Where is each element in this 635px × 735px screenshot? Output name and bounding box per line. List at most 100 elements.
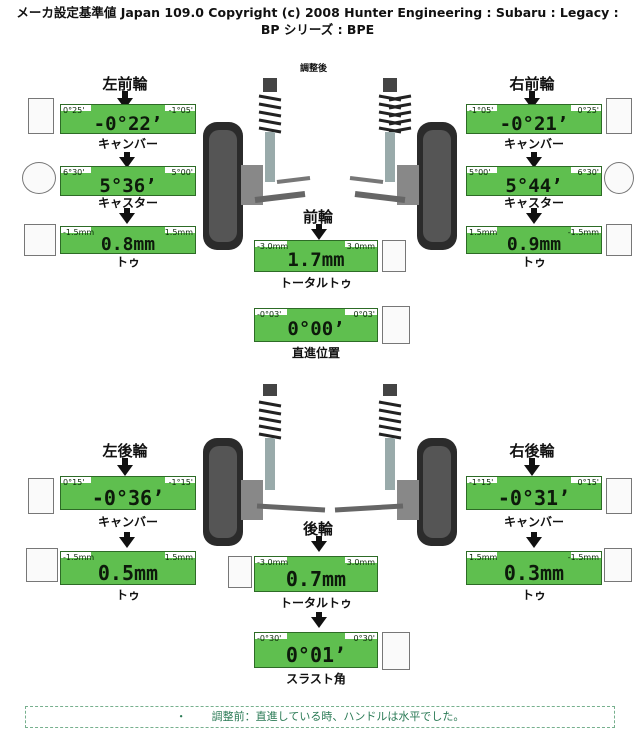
caster-diagram-icon <box>604 162 634 194</box>
caster-label: キャスター <box>97 196 158 210</box>
caster-value: 5°36’ <box>99 175 157 196</box>
down-arrow-icon <box>526 157 542 168</box>
front-left-arrow-stem <box>122 91 128 99</box>
thrust-angle-value: 0°01’ <box>285 643 347 667</box>
range-min: 1.5mm <box>469 228 498 237</box>
arrow-stem <box>124 152 130 158</box>
toe-label: トゥ <box>115 255 140 269</box>
range-max: 3.0mm <box>346 242 375 251</box>
down-arrow-icon <box>311 229 327 240</box>
down-arrow-icon <box>311 541 327 552</box>
toe-label: トゥ <box>521 255 546 269</box>
arrow-stem <box>316 612 322 618</box>
camber-label: キャンバー <box>97 137 158 151</box>
toe-diagram-icon <box>26 548 58 582</box>
front-suspension-illustration <box>203 78 457 250</box>
toe-label: トゥ <box>115 588 140 602</box>
toe-value: 0.9mm <box>506 234 562 254</box>
arrow-stem <box>316 536 322 542</box>
arrow-stem <box>531 152 537 158</box>
note-bullet: ・ <box>175 710 187 723</box>
toe-diagram-icon <box>604 548 632 582</box>
camber-label: キャンバー <box>97 515 158 529</box>
camber-value: -0°36’ <box>91 486 165 510</box>
camber-diagram-icon <box>28 98 54 134</box>
down-arrow-icon <box>117 465 133 476</box>
toe-diagram-icon <box>606 224 632 256</box>
toe-value: 0.8mm <box>100 234 156 254</box>
down-arrow-icon <box>117 98 133 109</box>
front-total-toe-gauge: -3.0mm 3.0mm 1.7mm <box>254 240 378 272</box>
front-axle-title: 前輪 <box>302 208 333 226</box>
thrust-angle-diagram-icon <box>382 632 410 670</box>
front-left-toe-gauge: -1.5mm 1.5mm 0.8mm <box>60 226 196 254</box>
front-right-title: 右前輪 <box>509 75 555 93</box>
front-straight-ahead-gauge: -0°03' 0°03' 0°00’ <box>254 308 378 342</box>
front-left-title: 左前輪 <box>102 75 148 93</box>
total-toe-value: 0.7mm <box>285 567 347 591</box>
range-min: 6°30' <box>63 168 85 177</box>
rear-axle-title: 後輪 <box>302 520 333 538</box>
down-arrow-icon <box>526 537 542 548</box>
range-max: -1.5mm <box>567 553 599 562</box>
straight-ahead-diagram-icon <box>382 306 410 344</box>
rear-right-toe-gauge: 1.5mm -1.5mm 0.3mm <box>466 551 602 585</box>
arrow-stem <box>122 458 128 466</box>
total-toe-label: トータルトゥ <box>279 596 352 610</box>
down-arrow-icon <box>119 157 135 168</box>
thrust-angle-label: スラスト角 <box>286 672 346 686</box>
report-title-line2: BP シリーズ : BPE <box>260 22 375 37</box>
down-arrow-icon <box>524 98 540 109</box>
rear-left-title: 左後輪 <box>102 442 148 460</box>
range-min: 1.5mm <box>469 553 498 562</box>
camber-label: キャンバー <box>503 515 564 529</box>
range-max: 1.5mm <box>164 228 193 237</box>
rear-thrust-angle-gauge: -0°30' 0°30' 0°01’ <box>254 632 378 668</box>
range-min: -3.0mm <box>257 558 289 567</box>
down-arrow-icon <box>311 617 327 628</box>
range-max: 0°03' <box>353 310 375 319</box>
arrow-stem <box>529 91 535 99</box>
note-text: 調整前：直進している時、ハンドルは水平でした。 <box>211 710 465 723</box>
range-min: -0°30' <box>257 634 282 643</box>
front-left-camber-gauge: 0°25' -1°05' -0°22’ <box>60 104 196 134</box>
range-max: 5°00' <box>171 168 193 177</box>
camber-diagram-icon <box>606 478 632 514</box>
range-min: 5°00' <box>469 168 491 177</box>
toe-value: 0.5mm <box>97 561 159 585</box>
range-min: -1°05' <box>469 106 494 115</box>
caster-value: 5°44’ <box>505 175 563 196</box>
total-toe-diagram-icon <box>382 240 406 272</box>
toe-diagram-icon <box>24 224 56 256</box>
down-arrow-icon <box>524 465 540 476</box>
toe-label: トゥ <box>521 588 546 602</box>
toe-value: 0.3mm <box>503 561 565 585</box>
adjusted-subtitle: 調整後 <box>300 64 328 74</box>
rear-left-toe-gauge: -1.5mm 1.5mm 0.5mm <box>60 551 196 585</box>
range-min: -0°03' <box>257 310 282 319</box>
total-toe-label: トータルトゥ <box>279 276 352 290</box>
range-max: -1°15' <box>168 478 193 487</box>
camber-diagram-icon <box>28 478 54 514</box>
down-arrow-icon <box>119 213 135 224</box>
arrow-stem <box>316 224 322 230</box>
pre-adjustment-note: ・ 調整前：直進している時、ハンドルは水平でした。 <box>25 706 615 728</box>
camber-value: -0°22’ <box>93 113 163 134</box>
range-max: 3.0mm <box>346 558 375 567</box>
total-toe-value: 1.7mm <box>287 249 345 271</box>
range-max: 0°25' <box>577 106 599 115</box>
camber-value: -0°31’ <box>497 486 571 510</box>
caster-label: キャスター <box>503 196 564 210</box>
rear-left-camber-gauge: 0°15' -1°15' -0°36’ <box>60 476 196 510</box>
down-arrow-icon <box>526 213 542 224</box>
range-max: -1°05' <box>168 106 193 115</box>
arrow-stem <box>124 208 130 214</box>
range-min: -3.0mm <box>257 242 289 251</box>
front-right-camber-gauge: -1°05' 0°25' -0°21’ <box>466 104 602 134</box>
total-toe-diagram-icon <box>228 556 252 588</box>
rear-right-camber-gauge: -1°15' 0°15' -0°31’ <box>466 476 602 510</box>
report-title-line1: メーカ設定基準値 Japan 109.0 Copyright (c) 2008 … <box>16 5 619 20</box>
range-min: 0°25' <box>63 106 85 115</box>
front-left-caster-gauge: 6°30' 5°00' 5°36’ <box>60 166 196 196</box>
arrow-stem <box>124 532 130 538</box>
